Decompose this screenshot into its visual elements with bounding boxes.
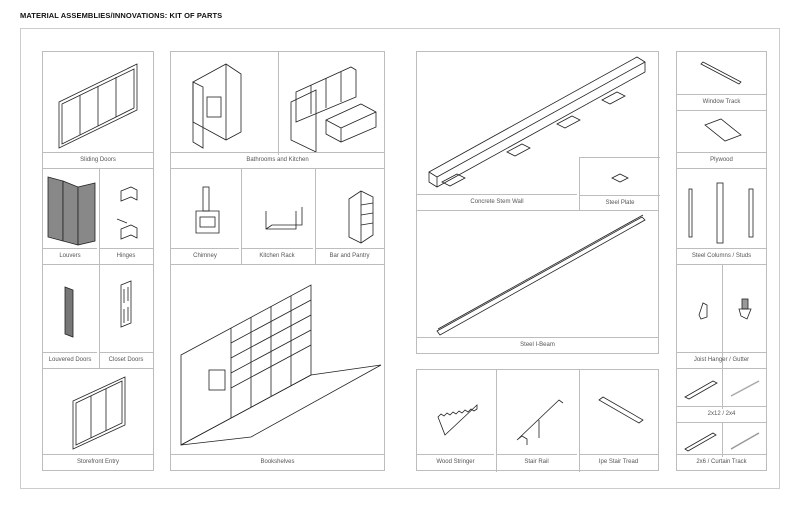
sheet-frame [20, 28, 780, 489]
part-steel-plate: Steel Plate [579, 157, 660, 211]
part-joist-hanger-gutter: Joist Hanger / Gutter [676, 264, 767, 370]
part-louvered-closet-doors: Louvered Doors Closet Doors [42, 264, 154, 370]
lumber-2x6-drawing [684, 432, 760, 452]
louvers-hinges-drawing [47, 176, 138, 246]
part-label: 2x6 / Curtain Track [677, 454, 766, 470]
part-label: Window Track [677, 94, 766, 110]
part-storefront-entry: Storefront Entry [42, 368, 154, 471]
part-label: Ipe Stair Tread [579, 454, 658, 470]
part-bathrooms-kitchen: Bathrooms and Kitchen [170, 51, 385, 169]
part-plywood: Plywood [676, 110, 767, 169]
part-concrete-stem-wall: Steel Plate Concrete Stem Wall [416, 51, 660, 211]
chimney-rack-pantry-drawing [195, 186, 374, 244]
part-label: Plywood [677, 152, 766, 168]
part-window-track: Window Track [676, 51, 767, 111]
part-sliding-doors: Sliding Doors [42, 51, 154, 169]
doors-drawing [64, 280, 132, 338]
part-2x12-2x4: 2x12 / 2x4 [676, 368, 767, 423]
part-label: 2x12 / 2x4 [677, 406, 766, 422]
window-track-drawing [700, 61, 742, 85]
part-label: Joist Hanger / Gutter [677, 352, 766, 368]
part-label: Louvers [43, 248, 97, 264]
part-label: Chimney [171, 248, 239, 264]
bathrooms-kitchen-drawing [192, 63, 377, 153]
part-label: Hinges [99, 248, 153, 264]
part-label: Steel Plate [580, 195, 660, 211]
part-label: Wood Stringer [417, 454, 494, 470]
concrete-stem-wall-drawing [428, 56, 646, 188]
steel-ibeam-drawing [436, 214, 646, 336]
part-label: Sliding Doors [43, 152, 153, 168]
part-bookshelves: Bookshelves [170, 264, 385, 471]
part-steel-ibeam: Steel I-Beam [416, 210, 659, 354]
bookshelves-drawing [180, 284, 382, 446]
part-steel-columns: Steel Columns / Studs [676, 168, 767, 265]
part-louvers-hinges: Louvers Hinges [42, 168, 154, 266]
part-label: Steel I-Beam [417, 337, 658, 353]
part-label: Stair Rail [496, 454, 577, 470]
storefront-drawing [72, 376, 126, 450]
sheet-title: MATERIAL ASSEMBLIES/INNOVATIONS: KIT OF … [20, 11, 223, 20]
stairs-drawing [437, 396, 644, 445]
part-label: Kitchen Rack [241, 248, 313, 264]
sliding-doors-drawing [58, 63, 138, 149]
part-label: Storefront Entry [43, 454, 153, 470]
part-2x6-curtain-track: 2x6 / Curtain Track [676, 422, 767, 471]
steel-plate-drawing [611, 173, 629, 183]
part-label: Steel Columns / Studs [677, 248, 766, 264]
joist-hanger-drawing [698, 298, 752, 320]
part-chimney-rack-pantry: Chimney Kitchen Rack Bar and Pantry [170, 168, 385, 266]
lumber-2x12-drawing [684, 380, 760, 400]
part-label: Bathrooms and Kitchen [171, 152, 384, 168]
steel-columns-drawing [688, 182, 754, 244]
plywood-drawing [704, 118, 742, 142]
part-label: Bar and Pantry [315, 248, 384, 264]
part-label: Bookshelves [171, 454, 384, 470]
part-label: Closet Doors [99, 352, 153, 368]
part-label: Concrete Stem Wall [417, 194, 577, 210]
part-label: Louvered Doors [43, 352, 97, 368]
part-stairs: Wood Stringer Stair Rail Ipe Stair Tread [416, 369, 659, 472]
